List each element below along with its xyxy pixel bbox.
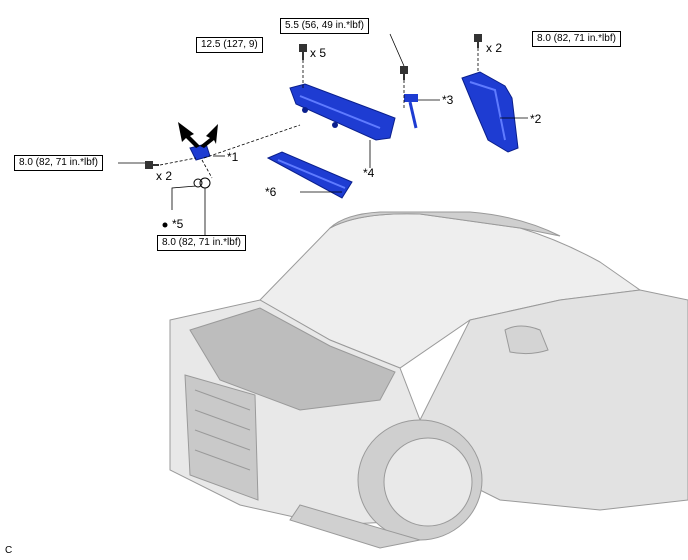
torque-label: 8.0 (82, 71 in.*lbf) — [532, 31, 621, 47]
quantity-label: x 2 — [156, 169, 173, 183]
part-6-bracket — [266, 151, 353, 199]
clip-icon — [162, 222, 168, 228]
torque-label: 5.5 (56, 49 in.*lbf) — [280, 18, 369, 34]
callout-label: *5 — [172, 217, 184, 231]
bolt-icon — [145, 34, 482, 169]
quantity-label: x 2 — [486, 41, 503, 55]
quantity-label: x 5 — [310, 46, 327, 60]
part-4-bracket — [289, 83, 396, 141]
torque-label: 8.0 (82, 71 in.*lbf) — [157, 235, 246, 251]
leader-lines — [118, 33, 528, 236]
part-2-duct — [461, 71, 519, 153]
part-1-bracket — [189, 143, 211, 161]
torque-label: 8.0 (82, 71 in.*lbf) — [14, 155, 103, 171]
arrow-icon — [178, 122, 218, 148]
callout-label: *4 — [363, 166, 375, 180]
figure-code: C — [5, 545, 13, 556]
vehicle-illustration — [169, 211, 688, 549]
callout-label: *3 — [442, 93, 454, 107]
part-3-sensor — [404, 94, 418, 129]
callout-label: *1 — [227, 150, 239, 164]
callout-label: *2 — [530, 112, 542, 126]
torque-label: 12.5 (127, 9) — [196, 37, 263, 53]
callout-label: *6 — [265, 185, 277, 199]
